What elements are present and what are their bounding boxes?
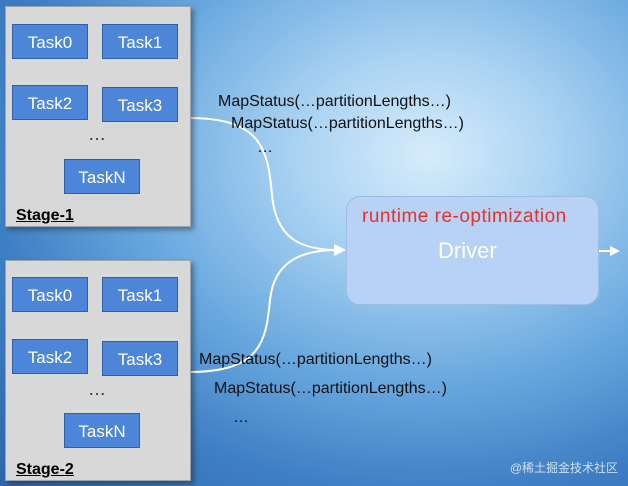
stage1-task1: Task1: [102, 24, 178, 59]
driver-arrowhead-out: [610, 246, 620, 256]
stage1-map-status-2: MapStatus(…partitionLengths…): [231, 115, 464, 132]
stage1-task0: Task0: [12, 24, 88, 59]
stage2-task0: Task0: [12, 277, 88, 312]
stage2-more: …: [233, 409, 249, 426]
stage1-label: Stage-1: [16, 207, 74, 224]
stage-2-box: Task0 Task1 Task2 Task3 … TaskN Stage-2: [5, 260, 191, 481]
stage2-map-status-2: MapStatus(…partitionLengths…): [214, 380, 447, 397]
stage2-task3: Task3: [102, 341, 178, 376]
driver-box: [346, 196, 599, 305]
stage2-label: Stage-2: [16, 461, 74, 478]
runtime-reoptimization-label: runtime re-optimization: [362, 206, 567, 227]
stage1-task2: Task2: [12, 85, 88, 120]
stage1-taskn: TaskN: [64, 159, 140, 194]
stage2-taskn: TaskN: [64, 413, 140, 448]
stage-1-box: Task0 Task1 Task2 Task3 … TaskN Stage-1: [5, 6, 191, 227]
stage2-task1: Task1: [102, 277, 178, 312]
stage2-task2: Task2: [12, 339, 88, 374]
stage2-ellipsis: …: [88, 379, 107, 399]
stage1-task3: Task3: [102, 87, 178, 122]
stage1-map-status-1: MapStatus(…partitionLengths…): [218, 93, 451, 110]
watermark: @稀土掘金技术社区: [509, 461, 618, 475]
stage2-to-driver-arrow: [188, 249, 339, 373]
stage2-map-status-1: MapStatus(…partitionLengths…): [199, 351, 432, 368]
driver-label: Driver: [438, 238, 497, 263]
stage1-more: …: [257, 139, 273, 156]
stage1-to-driver-arrow: [188, 117, 339, 251]
stage1-ellipsis: …: [88, 124, 107, 144]
driver-arrowhead-in: [334, 244, 346, 256]
